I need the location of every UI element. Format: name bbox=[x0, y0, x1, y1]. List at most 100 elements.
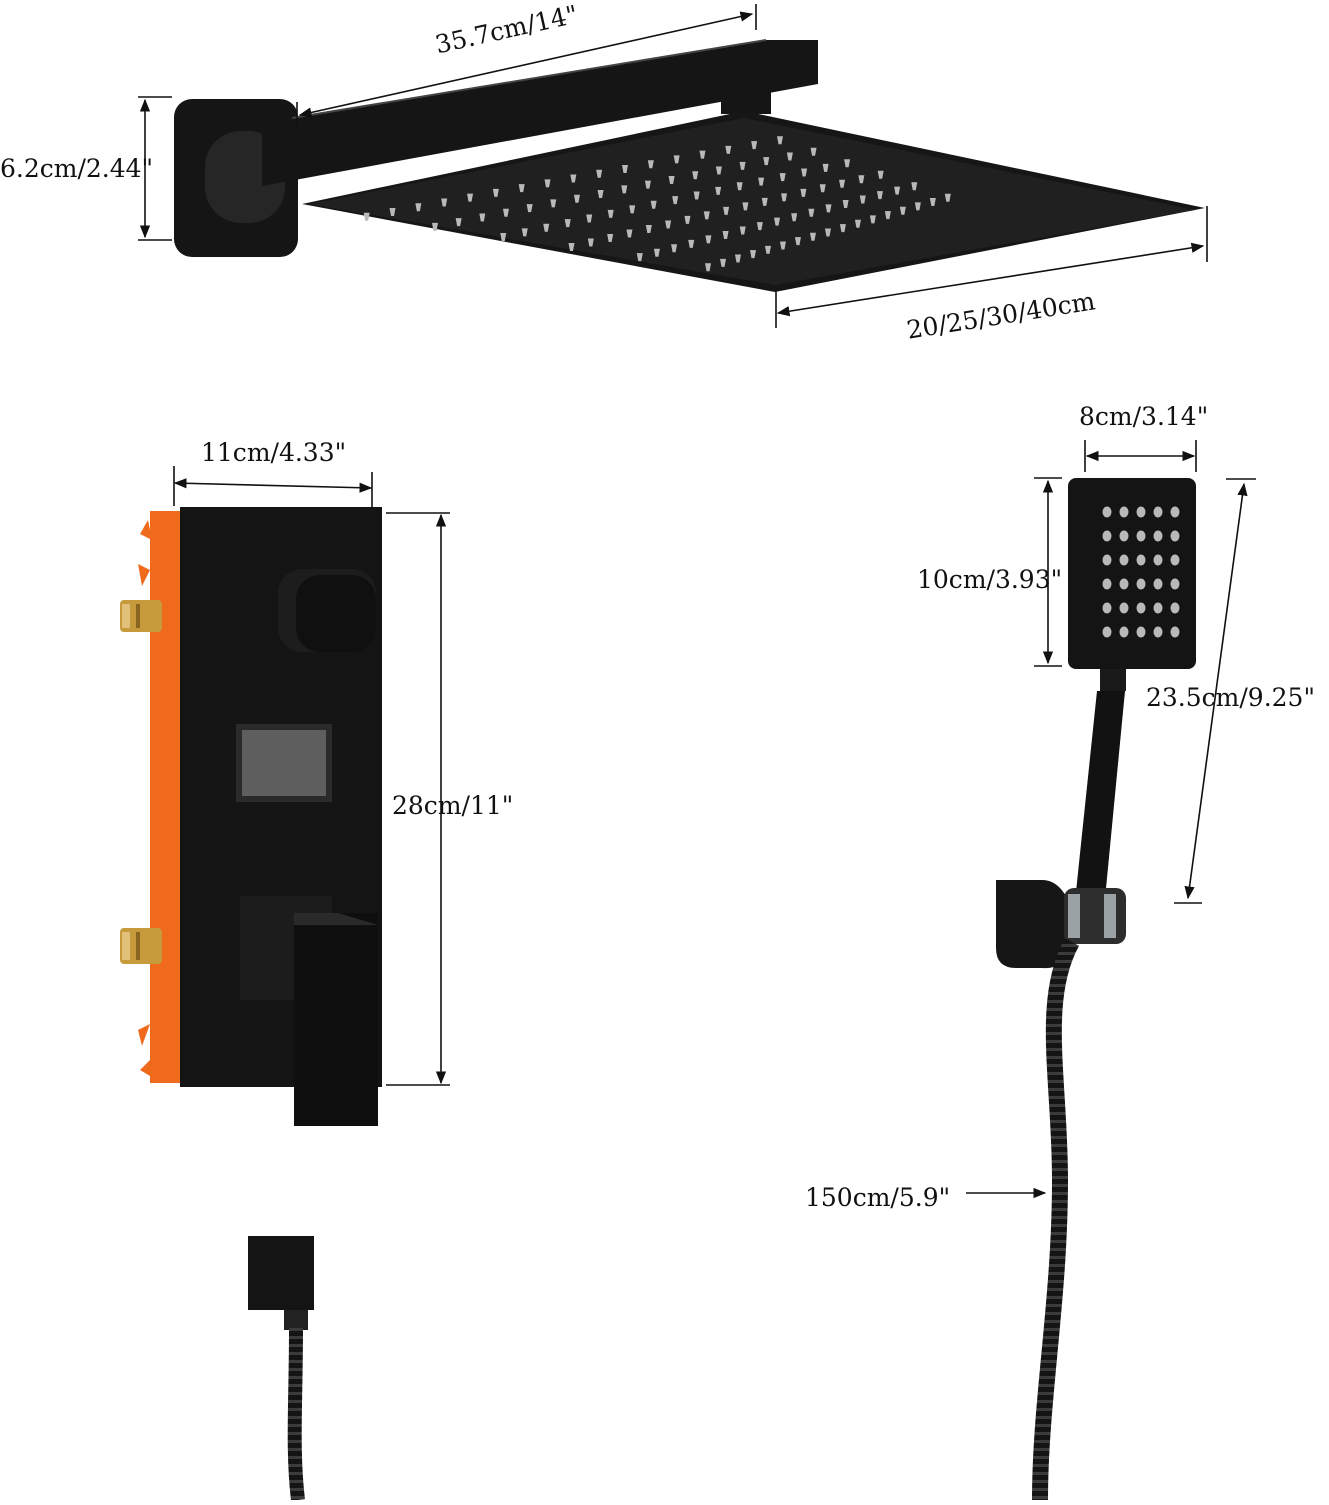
nozzle bbox=[629, 205, 636, 214]
hand-nozzle bbox=[1119, 506, 1129, 518]
hand-nozzle bbox=[1153, 506, 1163, 518]
nozzle bbox=[854, 219, 861, 228]
nozzle bbox=[521, 228, 528, 237]
hand-shower-hose bbox=[1032, 938, 1080, 1501]
brass-inlet-lower bbox=[120, 928, 162, 964]
valve-box-tab-top bbox=[140, 520, 152, 540]
valve-box-tab-lower bbox=[138, 1024, 150, 1046]
nozzle bbox=[722, 230, 729, 239]
nozzle bbox=[751, 141, 758, 150]
dim-head-size bbox=[776, 242, 1205, 317]
nozzle bbox=[455, 218, 462, 227]
nozzle bbox=[705, 263, 712, 272]
water-outlet-assembly bbox=[248, 1236, 314, 1501]
plate-height-label: 6.2cm/2.44" bbox=[0, 154, 154, 183]
nozzle bbox=[899, 206, 906, 215]
hand-nozzle bbox=[1136, 578, 1146, 590]
nozzle bbox=[587, 238, 594, 247]
nozzle bbox=[692, 171, 699, 180]
temperature-display bbox=[242, 730, 326, 796]
dim-arm-length bbox=[298, 11, 754, 118]
nozzle bbox=[596, 169, 603, 178]
nozzle bbox=[800, 188, 807, 197]
nozzle bbox=[781, 193, 788, 202]
hand-nozzle bbox=[1102, 554, 1112, 566]
hand-width-label: 8cm/3.14" bbox=[1079, 402, 1209, 431]
hand-nozzle bbox=[1153, 626, 1163, 638]
nozzle bbox=[735, 254, 742, 263]
nozzle bbox=[467, 193, 474, 202]
nozzle bbox=[550, 199, 557, 208]
hand-nozzle bbox=[1170, 530, 1180, 542]
nozzle bbox=[607, 209, 614, 218]
hand-nozzle bbox=[1153, 530, 1163, 542]
nozzle bbox=[500, 232, 507, 241]
nozzle bbox=[431, 222, 438, 231]
nozzle bbox=[586, 214, 593, 223]
nozzle bbox=[911, 182, 918, 191]
water-outlet-nut bbox=[284, 1310, 308, 1330]
nozzle bbox=[808, 208, 815, 217]
nozzle bbox=[544, 179, 551, 188]
nozzle bbox=[441, 198, 448, 207]
hand-shower-handle bbox=[1072, 691, 1125, 930]
mixer-valve-assembly bbox=[120, 507, 382, 1126]
nozzle bbox=[672, 196, 679, 205]
hand-shower-holder bbox=[996, 880, 1072, 969]
nozzle bbox=[869, 215, 876, 224]
nozzle bbox=[668, 175, 675, 184]
hand-nozzle bbox=[1136, 626, 1146, 638]
nozzle bbox=[705, 235, 712, 244]
hand-nozzle bbox=[1102, 578, 1112, 590]
nozzle bbox=[929, 198, 936, 207]
hand-nozzle bbox=[1119, 554, 1129, 566]
nozzle bbox=[819, 184, 826, 193]
nozzle bbox=[822, 163, 829, 172]
nozzle bbox=[653, 248, 660, 257]
nozzle bbox=[801, 168, 808, 177]
nozzle bbox=[703, 211, 710, 220]
nozzle bbox=[914, 202, 921, 211]
nozzle bbox=[776, 136, 783, 145]
hand-nozzle bbox=[1119, 626, 1129, 638]
hand-nozzle bbox=[1170, 602, 1180, 614]
hand-nozzle bbox=[1153, 602, 1163, 614]
valve-width-label: 11cm/4.33" bbox=[201, 438, 347, 467]
nozzle bbox=[570, 174, 577, 183]
hand-nozzle bbox=[1136, 530, 1146, 542]
nozzle bbox=[573, 194, 580, 203]
hand-shower-nozzles bbox=[1102, 506, 1180, 638]
nozzle bbox=[723, 206, 730, 215]
water-outlet-block bbox=[248, 1236, 314, 1310]
nozzle bbox=[839, 179, 846, 188]
dimension-lines bbox=[138, 4, 1256, 1199]
hand-shower-neck bbox=[1100, 669, 1126, 691]
nozzle bbox=[715, 186, 722, 195]
hand-height-label: 10cm/3.93" bbox=[917, 565, 1063, 594]
nozzle bbox=[645, 224, 652, 233]
hand-nozzle bbox=[1153, 554, 1163, 566]
nozzle bbox=[859, 195, 866, 204]
nozzle bbox=[884, 211, 891, 220]
valve-box-tab-bottom bbox=[140, 1060, 150, 1076]
nozzle bbox=[894, 186, 901, 195]
nozzle bbox=[720, 258, 727, 267]
brass-inlet-upper bbox=[120, 600, 162, 632]
hand-nozzle bbox=[1136, 554, 1146, 566]
nozzle bbox=[543, 223, 550, 232]
nozzle bbox=[526, 204, 533, 213]
nozzle bbox=[389, 208, 396, 217]
hose-length-label: 150cm/5.9" bbox=[805, 1183, 951, 1212]
nozzle bbox=[647, 160, 654, 169]
nozzle bbox=[479, 213, 486, 222]
nozzle bbox=[693, 191, 700, 200]
nozzle bbox=[684, 215, 691, 224]
hand-nozzle bbox=[1102, 626, 1112, 638]
valve-box-tab-upper bbox=[138, 564, 150, 586]
outlet-hose bbox=[287, 1327, 305, 1501]
nozzle bbox=[673, 155, 680, 164]
nozzle bbox=[739, 226, 746, 235]
nozzle bbox=[626, 229, 633, 238]
dim-valve-width bbox=[173, 478, 373, 493]
